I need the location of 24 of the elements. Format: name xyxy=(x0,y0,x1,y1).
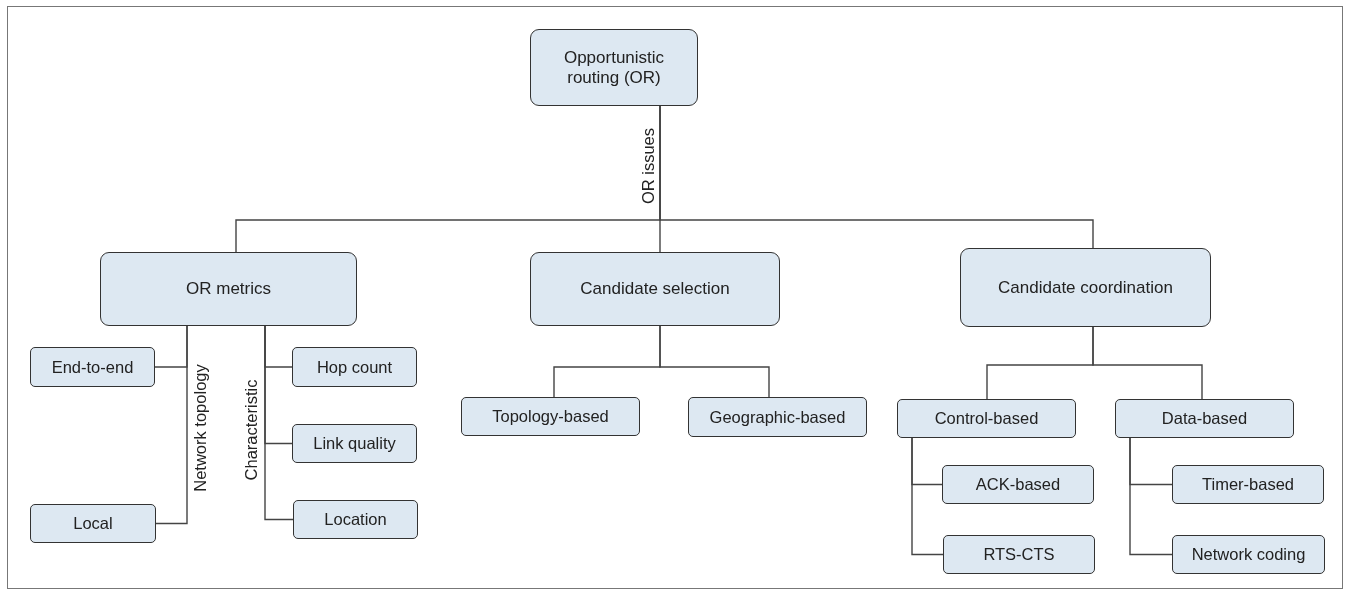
connector-line xyxy=(911,437,944,556)
category-box: Location xyxy=(293,500,418,539)
category-box: RTS-CTS xyxy=(943,535,1095,574)
category-box: Opportunistic routing (OR) xyxy=(530,29,698,106)
connector-line xyxy=(155,325,188,525)
category-box: Geographic-based xyxy=(688,397,867,437)
connector-line xyxy=(264,325,294,521)
connector-line xyxy=(659,325,770,398)
category-box: Candidate selection xyxy=(530,252,780,326)
connector-line xyxy=(1129,437,1173,556)
category-box: ACK-based xyxy=(942,465,1094,504)
category-box: End-to-end xyxy=(30,347,155,387)
category-box: Hop count xyxy=(292,347,417,387)
category-box: Network coding xyxy=(1172,535,1325,574)
category-box: Candidate coordination xyxy=(960,248,1211,327)
category-box: Link quality xyxy=(292,424,417,463)
category-box: Topology-based xyxy=(461,397,640,436)
connector-line xyxy=(659,105,1094,249)
category-box: Timer-based xyxy=(1172,465,1324,504)
category-box: Control-based xyxy=(897,399,1076,438)
category-box: Local xyxy=(30,504,156,543)
category-box: OR metrics xyxy=(100,252,357,326)
category-box: Data-based xyxy=(1115,399,1294,438)
connector-line xyxy=(1092,326,1203,400)
